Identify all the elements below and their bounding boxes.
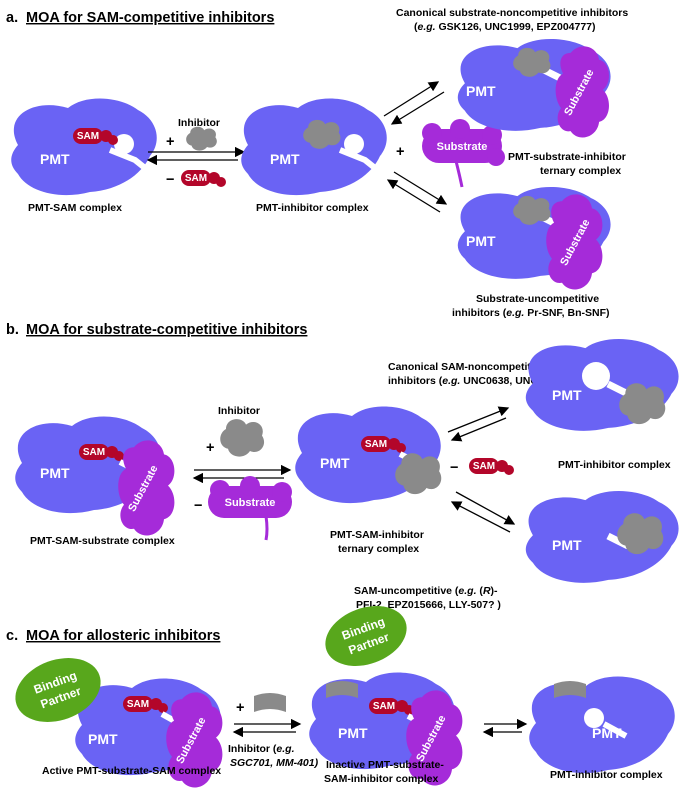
- binding-partner-active: Binding Partner: [15, 658, 101, 722]
- svg-text:PMT: PMT: [320, 455, 350, 471]
- minus-b: −: [194, 498, 202, 514]
- sam-label: SAM: [127, 699, 149, 710]
- sam-label: SAM: [77, 131, 99, 142]
- canonical-a-line1: Canonical substrate-noncompetitive inhib…: [396, 7, 628, 19]
- pmt-sam-substrate-caption: PMT-SAM-substrate complex: [30, 535, 175, 547]
- svg-text:PMT: PMT: [88, 731, 118, 747]
- uncomp-b-line1: SAM-uncompetitive (e.g. (R)-: [354, 585, 498, 597]
- inhibitor-c-line1: Inhibitor (e.g.: [228, 743, 295, 755]
- uncomp-a-line1: Substrate-uncompetitive: [476, 293, 599, 305]
- section-a-title: MOA for SAM-competitive inhibitors: [26, 10, 274, 26]
- inhibitor-c-line2: SGC701, MM-401): [230, 757, 319, 769]
- svg-text:PMT: PMT: [270, 151, 300, 167]
- pmt-inhibitor-complex-caption: PMT-inhibitor complex: [256, 202, 369, 214]
- pmt-inhibitor-complex-a: PMT: [241, 98, 387, 196]
- sam-label: SAM: [365, 439, 387, 450]
- svg-text:PMT: PMT: [552, 537, 582, 553]
- pmt-inhibitor-lower-b: PMT: [525, 491, 679, 583]
- free-substrate-b: Substrate: [208, 476, 292, 541]
- svg-text:PMT: PMT: [466, 233, 496, 249]
- plus-substrate-a: +: [396, 144, 404, 160]
- svg-text:PMT: PMT: [338, 725, 368, 741]
- inhibitor-label-b: Inhibitor: [218, 405, 260, 417]
- sam-label: SAM: [83, 447, 105, 458]
- pmt-inhibitor-b-caption: PMT-inhibitor complex: [558, 459, 671, 471]
- svg-text:PMT: PMT: [552, 387, 582, 403]
- pmt-substrate-inhibitor-top: Substrate PMT: [457, 39, 611, 138]
- pmt-inhibitor-complex-c: PMT: [529, 676, 675, 774]
- pmt-sam-complex-caption: PMT-SAM complex: [28, 202, 122, 214]
- inactive-complex: SAM Substrate PMT: [309, 672, 463, 786]
- ternary-a-line1: PMT-substrate-inhibitor: [508, 151, 626, 163]
- plus-c: +: [236, 700, 244, 716]
- inactive-line1: Inactive PMT-substrate-: [326, 759, 444, 771]
- uncomp-a-line2: inhibitors (e.g. Pr-SNF, Bn-SNF): [452, 307, 610, 319]
- active-complex: SAM Substrate PMT: [75, 678, 223, 788]
- svg-text:PMT: PMT: [466, 83, 496, 99]
- section-a-letter: a.: [6, 10, 18, 26]
- pmt-sam-inhibitor-ternary: SAM PMT: [295, 406, 442, 504]
- sam-label: SAM: [373, 701, 395, 712]
- active-caption: Active PMT-substrate-SAM complex: [42, 765, 221, 777]
- section-c-title: MOA for allosteric inhibitors: [26, 628, 220, 644]
- pmt-inhibitor-upper-b: PMT: [525, 339, 679, 431]
- substrate-label: Substrate: [225, 497, 276, 509]
- binding-partner-inactive: Binding Partner: [325, 606, 407, 666]
- pmt-sam-substrate-complex: SAM Substrate PMT: [15, 416, 175, 536]
- svg-text:PMT: PMT: [592, 725, 622, 741]
- section-b-letter: b.: [6, 322, 19, 338]
- section-c-letter: c.: [6, 628, 18, 644]
- plus-b: +: [206, 440, 214, 456]
- ternary-b-line2: ternary complex: [338, 543, 419, 555]
- substrate-label: Substrate: [437, 141, 488, 153]
- pmt-substrate-inhibitor-bottom: Substrate PMT: [457, 187, 611, 290]
- ternary-a-line2: ternary complex: [540, 165, 621, 177]
- inhibitor-label-a: Inhibitor: [178, 117, 220, 129]
- svg-text:PMT: PMT: [40, 465, 70, 481]
- free-substrate-a: Substrate: [422, 119, 505, 188]
- canonical-a-line2: (e.g. GSK126, UNC1999, EPZ004777): [414, 21, 596, 33]
- ternary-b-line1: PMT-SAM-inhibitor: [330, 529, 424, 541]
- plus-a: +: [166, 134, 174, 150]
- inactive-line2: SAM-inhibitor complex: [324, 773, 438, 785]
- pmt-sam-complex-a: SAM PMT: [11, 98, 157, 196]
- section-b-title: MOA for substrate-competitive inhibitors: [26, 322, 307, 338]
- pmt-inhibitor-c-caption: PMT-inhibitor complex: [550, 769, 663, 781]
- sam-label: SAM: [185, 173, 207, 184]
- canonical-b-line1: Canonical SAM-noncompetitive: [388, 361, 546, 373]
- uncomp-b-line2: PFI-2, EPZ015666, LLY-507? ): [356, 599, 501, 611]
- sam-label: SAM: [473, 461, 495, 472]
- minus-a: −: [166, 172, 174, 188]
- minus-sam-b: −: [450, 460, 458, 476]
- pmt-label: PMT: [40, 151, 70, 167]
- allosteric-inhibitor-free: [254, 693, 286, 712]
